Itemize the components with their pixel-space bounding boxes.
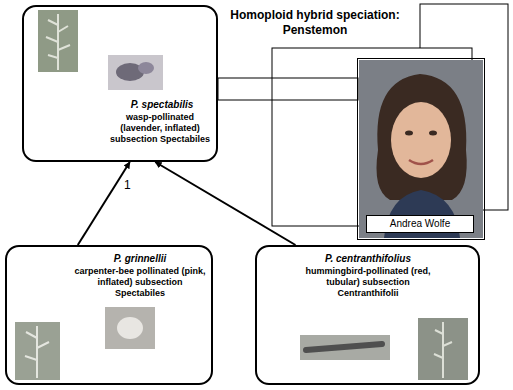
plant-photo xyxy=(15,322,60,380)
plant-photo xyxy=(38,10,78,72)
portrait-eye xyxy=(405,131,413,136)
portrait-box: Andrea Wolfe xyxy=(357,58,485,240)
portrait-hair xyxy=(377,74,467,200)
species-name: P. grinnellii xyxy=(73,253,207,265)
flower-photo xyxy=(105,307,155,349)
plant-stem xyxy=(434,322,452,378)
species-box: P. grinnelliicarpenter-bee pollinated (p… xyxy=(5,245,213,385)
species-name: P. centranthifolius xyxy=(297,253,439,265)
species-box: P. centranthifoliushummingbird-pollinate… xyxy=(255,245,480,385)
species-box: P. spectabiliswasp-pollinated (lavender,… xyxy=(22,5,218,162)
portrait-mouth xyxy=(409,160,433,164)
callout-number: 1 xyxy=(124,178,131,192)
flower-photo xyxy=(108,55,163,90)
portrait-photo xyxy=(359,60,483,238)
portrait-eye xyxy=(429,131,437,136)
species-description: carpenter-bee pollinated (pink, inflated… xyxy=(73,266,207,298)
slide-outline xyxy=(218,78,358,100)
plant-stem xyxy=(25,326,49,378)
slide-title: Homoploid hybrid speciation: Penstemon xyxy=(214,8,416,38)
hybridization-arrow xyxy=(155,162,295,245)
portrait-caption: Andrea Wolfe xyxy=(366,215,474,233)
portrait-face xyxy=(391,102,451,178)
flower xyxy=(138,62,154,74)
hybridization-arrow xyxy=(78,162,130,245)
plant-photo xyxy=(418,318,468,380)
species-description: wasp-pollinated (lavender, inflated) sub… xyxy=(108,112,212,144)
species-name: P. spectabilis xyxy=(112,99,212,111)
flower xyxy=(117,317,143,339)
flower-photo xyxy=(300,335,390,360)
plant-stem xyxy=(46,14,70,70)
species-description: hummingbird-pollinated (red, tubular) su… xyxy=(297,266,439,298)
tubular-flower xyxy=(306,344,382,350)
